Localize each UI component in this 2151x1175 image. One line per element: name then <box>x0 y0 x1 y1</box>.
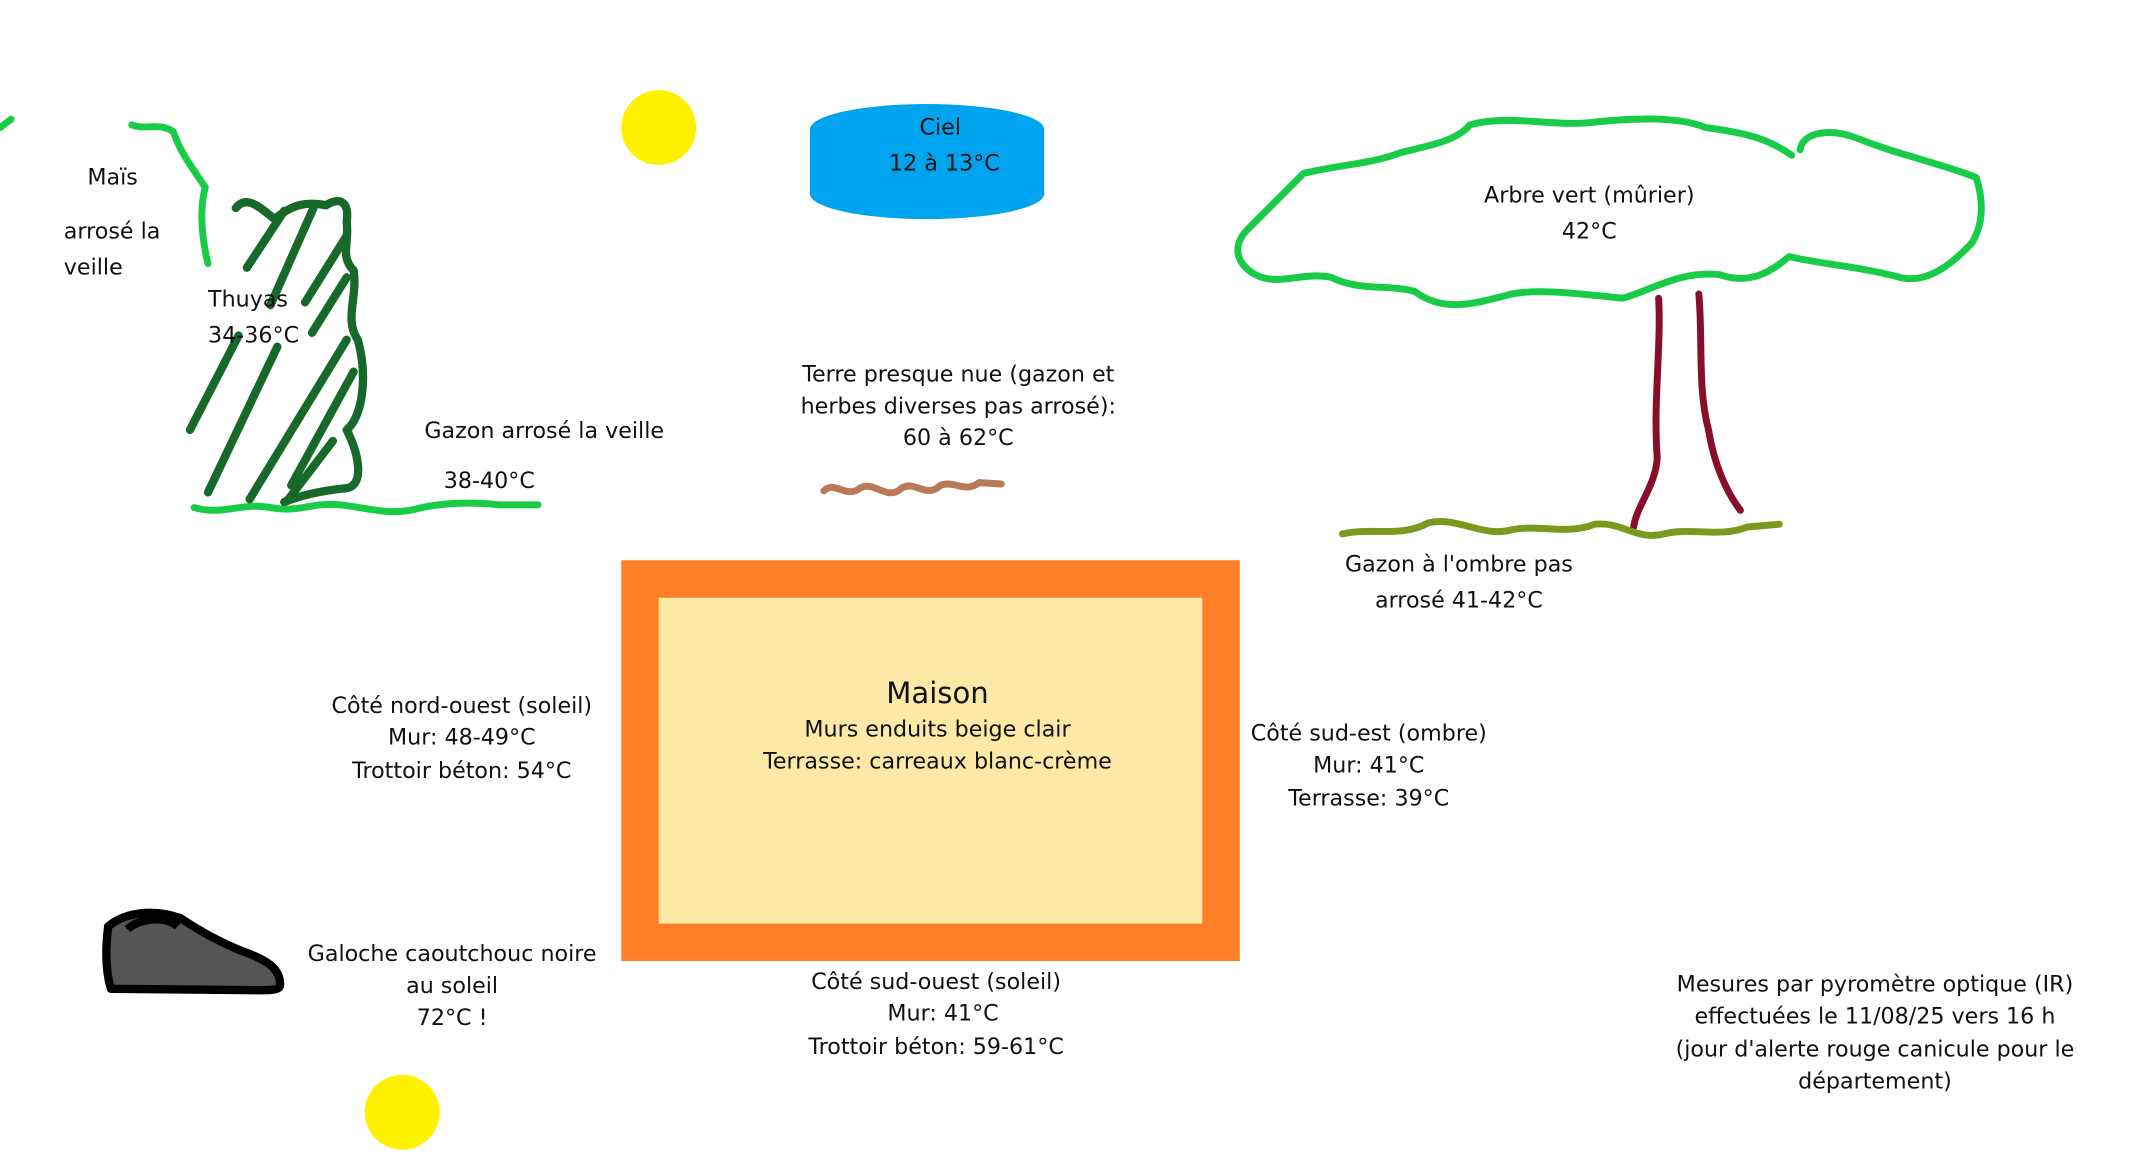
measurement-note: département) <box>1798 1067 1952 1095</box>
sky-shape <box>809 104 1045 220</box>
northwest-wall: Mur: 48-49°C <box>388 723 536 751</box>
southwest-label: Côté sud-ouest (soleil) <box>811 967 1061 995</box>
southeast-wall: Mur: 41°C <box>1313 751 1425 778</box>
boot-temp: 72°C ! <box>416 1004 488 1031</box>
southeast-terrace: Terrasse: 39°C <box>1288 784 1450 812</box>
corn-outline <box>0 115 212 267</box>
southeast-label: Côté sud-est (ombre) <box>1250 719 1487 747</box>
tree-label: Arbre vert (mûrier) <box>1484 181 1695 209</box>
boot-label: au soleil <box>406 972 499 999</box>
soil-label: herbes diverses pas arrosé): <box>800 392 1116 419</box>
sky-label: Ciel <box>919 113 961 141</box>
shaded-grass-line <box>1338 518 1783 539</box>
house-terrace <box>658 597 1203 924</box>
corn-label: arrosé la <box>63 217 161 245</box>
shade-grass-temp: arrosé 41-42°C <box>1374 586 1543 613</box>
sky-temp: 12 à 13°C <box>889 149 1000 177</box>
house-title: Maison <box>886 676 989 711</box>
measurement-note: effectuées le 11/08/25 vers 16 h <box>1694 1002 2056 1030</box>
northwest-label: Côté nord-ouest (soleil) <box>331 692 593 719</box>
thuya-hedge <box>185 197 368 507</box>
tree-temp: 42°C <box>1561 217 1617 245</box>
house-desc: Terrasse: carreaux blanc-crème <box>763 747 1112 774</box>
southwest-wall: Mur: 41°C <box>887 999 999 1027</box>
watered-grass-temp: 38-40°C <box>443 467 535 494</box>
corn-label: veille <box>63 253 123 281</box>
bare-soil-line <box>820 479 1005 497</box>
house-walls <box>621 560 1240 962</box>
boot-label: Galoche caoutchouc noire <box>307 940 597 967</box>
sun-icon <box>621 90 697 166</box>
boot-icon <box>102 908 285 995</box>
shade-grass-label: Gazon à l'ombre pas <box>1344 550 1573 577</box>
tree-trunk <box>1630 290 1744 531</box>
corn-label: Maïs <box>87 163 138 190</box>
northwest-sidewalk: Trottoir béton: 54°C <box>352 757 572 784</box>
house-desc: Murs enduits beige clair <box>804 715 1071 742</box>
thuya-temp: 34-36°C <box>208 321 300 349</box>
sun-icon <box>364 1074 440 1150</box>
watered-grass-line <box>190 499 542 516</box>
tree-crown <box>1234 115 1985 309</box>
soil-label: Terre presque nue (gazon et <box>802 360 1115 387</box>
watered-grass-label: Gazon arrosé la veille <box>424 417 665 444</box>
soil-temp: 60 à 62°C <box>902 424 1014 451</box>
measurement-note: (jour d'alerte rouge canicule pour le <box>1675 1035 2075 1063</box>
southwest-sidewalk: Trottoir béton: 59-61°C <box>808 1033 1064 1060</box>
thuya-label: Thuyas <box>208 285 288 313</box>
measurement-note: Mesures par pyromètre optique (IR) <box>1676 970 2074 998</box>
